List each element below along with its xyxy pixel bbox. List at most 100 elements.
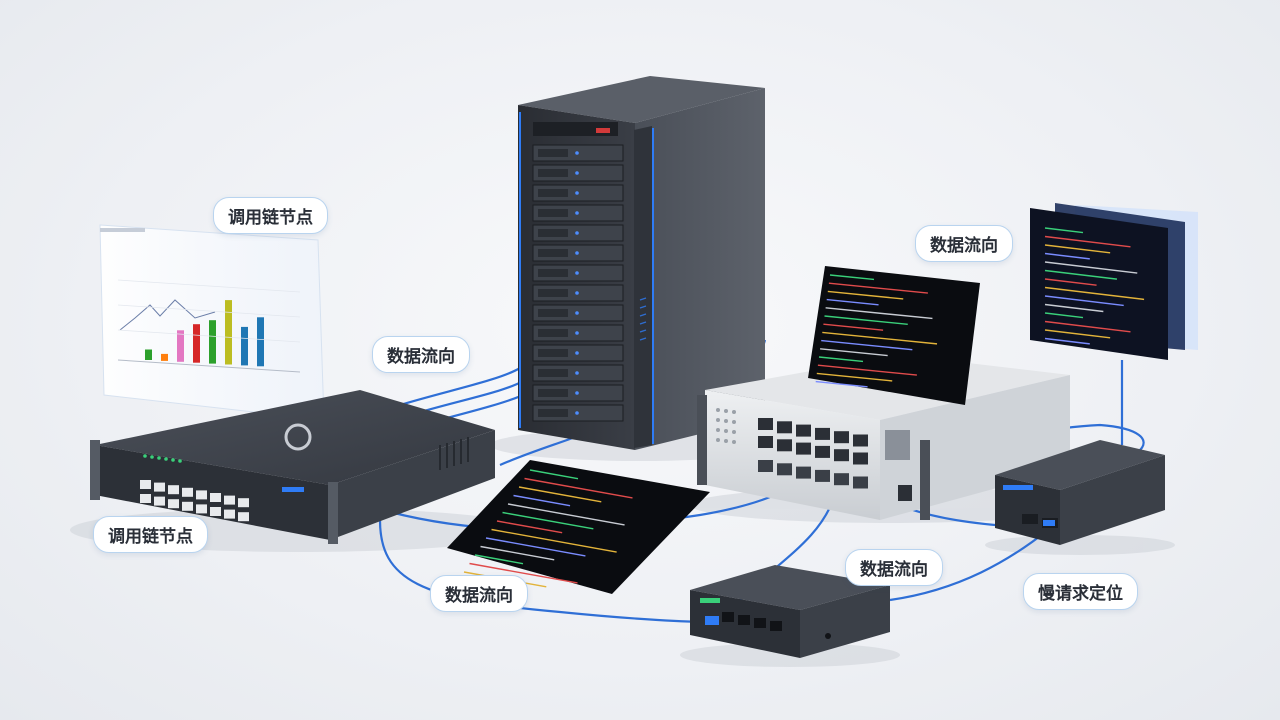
ethernet-port bbox=[196, 490, 207, 500]
chart-gridlines bbox=[117, 279, 301, 343]
code-line bbox=[1044, 295, 1124, 307]
ethernet-port bbox=[796, 424, 811, 437]
ethernet-port bbox=[777, 421, 792, 434]
cable-switch-tower-1 bbox=[399, 367, 521, 407]
drive-led bbox=[575, 391, 579, 395]
ethernet-port bbox=[140, 494, 151, 503]
code-line bbox=[822, 331, 938, 345]
ethernet-port bbox=[758, 436, 773, 448]
ethernet-port bbox=[224, 495, 235, 505]
code-line bbox=[828, 282, 928, 294]
switch-leds bbox=[143, 454, 182, 463]
ethernet-port bbox=[853, 452, 868, 465]
drive-led bbox=[575, 331, 579, 335]
cable-hub-small bbox=[889, 529, 1049, 602]
label-call-chain-node-bottom: 调用链节点 bbox=[93, 516, 208, 553]
drive-led bbox=[575, 191, 579, 195]
chart-trend-line bbox=[119, 299, 216, 331]
drive-bay-grille bbox=[538, 389, 568, 397]
code-line bbox=[491, 528, 617, 553]
ethernet-port bbox=[168, 499, 179, 509]
chart-bar bbox=[225, 300, 232, 365]
rack-server-silver bbox=[697, 355, 1070, 520]
drive-led bbox=[575, 411, 579, 415]
sfp-port bbox=[796, 466, 811, 479]
code-line bbox=[474, 554, 524, 565]
ethernet-port bbox=[182, 501, 193, 511]
drive-led bbox=[575, 231, 579, 235]
silver-ports bbox=[758, 418, 868, 489]
code-line bbox=[826, 298, 879, 306]
drive-bay-grille bbox=[538, 229, 568, 237]
code-line bbox=[485, 537, 586, 557]
terminal-code-lines-center bbox=[458, 469, 633, 592]
drive-bay-grille bbox=[538, 149, 568, 157]
chart-bars bbox=[145, 300, 264, 367]
ethernet-port bbox=[168, 485, 179, 495]
drive-bay-grille bbox=[538, 189, 568, 197]
code-line bbox=[502, 511, 594, 530]
drive-bay-grille bbox=[538, 409, 568, 417]
ethernet-port bbox=[224, 509, 235, 519]
chart-bar bbox=[145, 349, 152, 360]
sfp-port bbox=[777, 463, 792, 476]
chart-bar bbox=[209, 320, 216, 364]
code-line bbox=[815, 380, 868, 388]
drive-led bbox=[575, 271, 579, 275]
drive-bay-grille bbox=[538, 209, 568, 217]
drive-bay-grille bbox=[538, 169, 568, 177]
code-line bbox=[818, 356, 864, 363]
code-line bbox=[1044, 320, 1131, 333]
code-line bbox=[829, 274, 875, 281]
tower-side-vents bbox=[639, 297, 647, 341]
label-data-flow-left: 数据流向 bbox=[372, 336, 470, 373]
code-line bbox=[1044, 269, 1118, 280]
ethernet-port bbox=[140, 480, 151, 489]
switch-vents bbox=[439, 437, 469, 470]
drive-bay-grille bbox=[538, 269, 568, 277]
drive-bay-grille bbox=[538, 249, 568, 257]
code-line bbox=[1044, 252, 1090, 260]
sfp-port bbox=[853, 476, 868, 489]
ethernet-port bbox=[154, 496, 165, 506]
drive-led bbox=[575, 171, 579, 175]
code-line bbox=[827, 290, 904, 300]
drive-led bbox=[575, 351, 579, 355]
drive-bays bbox=[532, 144, 624, 422]
sfp-port bbox=[834, 473, 849, 486]
ethernet-port bbox=[154, 482, 165, 492]
ethernet-port bbox=[853, 434, 868, 447]
chart-panel bbox=[99, 224, 325, 421]
label-data-flow-right-top: 数据流向 bbox=[915, 225, 1013, 262]
small-network-box bbox=[995, 440, 1165, 545]
terminal-panel-right-silver bbox=[808, 266, 980, 405]
code-line bbox=[469, 562, 578, 584]
code-line bbox=[507, 503, 625, 526]
ethernet-port bbox=[758, 418, 773, 430]
terminal-stack-right bbox=[1030, 203, 1198, 360]
drive-led bbox=[575, 251, 579, 255]
drive-led bbox=[575, 291, 579, 295]
code-line bbox=[821, 339, 913, 351]
code-line bbox=[496, 520, 563, 534]
label-call-chain-node-top: 调用链节点 bbox=[213, 197, 328, 234]
code-line bbox=[524, 477, 633, 499]
code-line bbox=[1044, 235, 1131, 248]
label-data-flow-bottom: 数据流向 bbox=[430, 575, 528, 612]
code-line bbox=[825, 307, 933, 320]
code-line bbox=[820, 348, 888, 357]
sfp-port bbox=[815, 469, 830, 482]
hub-ports bbox=[722, 612, 782, 631]
code-line bbox=[480, 545, 555, 561]
drive-bay-grille bbox=[538, 329, 568, 337]
code-line bbox=[1044, 227, 1084, 234]
tower-blue-strip bbox=[519, 112, 654, 444]
ethernet-port bbox=[815, 445, 830, 458]
ethernet-port bbox=[182, 487, 193, 497]
drive-bay-grille bbox=[538, 369, 568, 377]
chart-bar bbox=[177, 330, 184, 362]
ethernet-port bbox=[196, 504, 207, 514]
chart-bar bbox=[161, 353, 168, 361]
drive-led bbox=[575, 211, 579, 215]
